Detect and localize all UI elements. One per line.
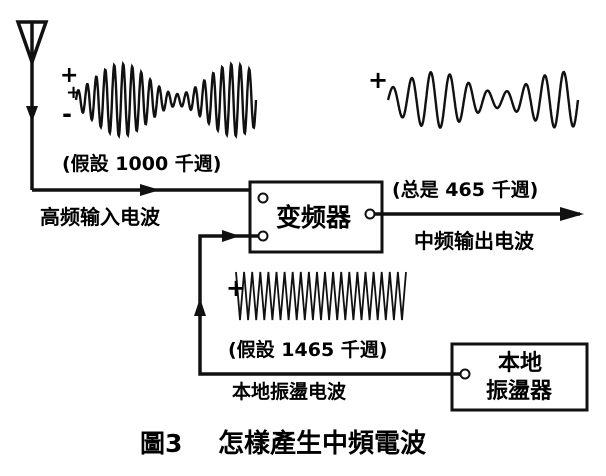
input-minus-sign: - — [62, 100, 72, 128]
local-oscillator-label-2: 振盪器 — [486, 379, 553, 404]
local-oscillator-arrow-right — [222, 230, 240, 242]
input-plus-sign-2: + — [66, 82, 81, 103]
input-waveform — [74, 60, 258, 139]
mixer-input-terminal-2 — [257, 230, 269, 242]
output-signal-arrow — [560, 207, 584, 221]
local-oscillator-waveform — [235, 271, 407, 321]
local-frequency-label: (假設 1465 千週) — [228, 338, 387, 361]
mixer-input-terminal-1 — [257, 192, 269, 204]
local-plus-sign: + — [226, 274, 246, 302]
local-oscillator-arrow-up — [194, 298, 206, 316]
antenna-icon — [15, 20, 49, 190]
input-signal-arrow — [140, 184, 160, 196]
output-wave-label: 中频输出电波 — [414, 229, 535, 253]
mixer-box — [248, 180, 384, 254]
output-frequency-label: (总是 465 千週) — [392, 178, 538, 201]
output-waveform — [386, 70, 580, 129]
input-plus-sign: + — [60, 63, 78, 88]
local-oscillator-terminal — [459, 368, 471, 380]
local-wave-label: 本地振盪电波 — [232, 380, 347, 403]
output-plus-sign: + — [368, 66, 388, 94]
local-oscillator-label-1: 本地 — [498, 351, 542, 376]
mixer-label: 变频器 — [276, 203, 352, 232]
figure-number: 圖3 — [140, 429, 182, 458]
figure-caption: 怎樣產生中頻電波 — [218, 428, 427, 459]
input-frequency-label: (假設 1000 千週) — [62, 152, 221, 175]
mixer-output-terminal — [364, 208, 376, 220]
input-line-arrow — [26, 106, 38, 122]
local-oscillator-box — [450, 342, 589, 412]
input-wave-label: 高频输入电波 — [40, 205, 161, 229]
